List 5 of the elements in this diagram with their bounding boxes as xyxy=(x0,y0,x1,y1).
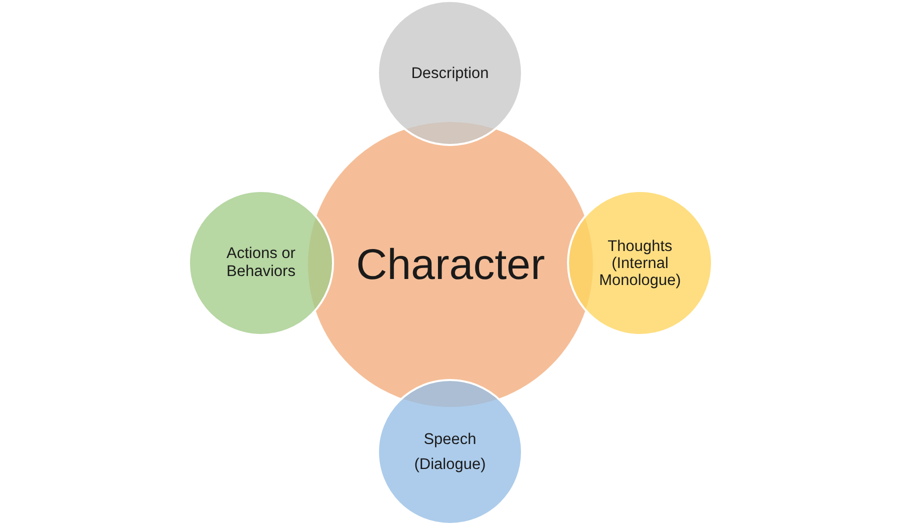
circle-label: Actions or Behaviors xyxy=(226,245,296,281)
title-text: Character xyxy=(356,240,545,290)
circle-label: Speech (Dialogue) xyxy=(413,430,487,475)
circle-label: Description xyxy=(411,64,489,82)
circle-label: Thoughts (Internal Monologue) xyxy=(598,238,682,288)
